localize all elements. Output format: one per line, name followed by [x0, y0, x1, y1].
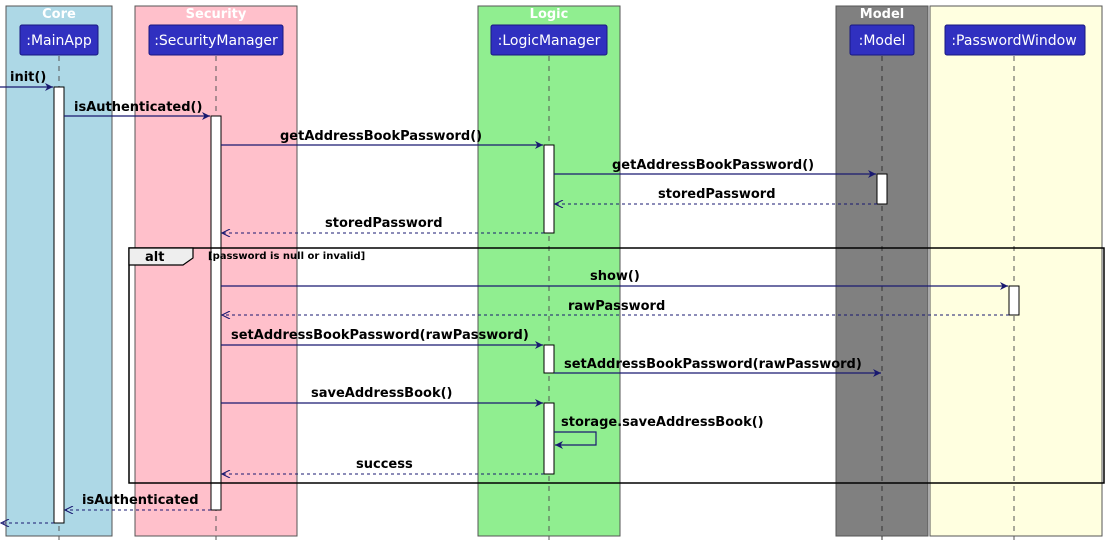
message-success: success [222, 457, 544, 474]
activation-logicmanager-3 [543, 402, 555, 475]
box-security-title: Security [186, 7, 247, 22]
activation-logicmanager-1 [543, 144, 555, 234]
message-storage-save: storage.saveAddressBook() [554, 415, 764, 449]
message-show-label: show() [590, 269, 640, 284]
message-set-password-model-label: setAddressBookPassword(rawPassword) [564, 357, 862, 372]
message-init: init() [0, 70, 53, 91]
message-show: show() [221, 269, 1008, 290]
message-get-password-logic-label: getAddressBookPassword() [280, 129, 482, 144]
participant-logicmanager-label: :LogicManager [498, 33, 601, 49]
message-set-password-logic-label: setAddressBookPassword(rawPassword) [231, 328, 529, 343]
alt-keyword: alt [145, 250, 164, 265]
message-is-authenticated-return: isAuthenticated [65, 493, 211, 510]
message-get-password-model: getAddressBookPassword() [554, 158, 876, 178]
activation-model [876, 173, 888, 205]
message-save-address-book: saveAddressBook() [221, 386, 543, 407]
participant-passwordwindow: :PasswordWindow [944, 24, 1086, 56]
activation-mainapp [53, 86, 65, 524]
message-stored-password-logic: storedPassword [222, 216, 544, 233]
message-save-address-book-label: saveAddressBook() [311, 386, 452, 401]
participant-model: :Model [849, 24, 915, 56]
participant-securitymanager: :SecurityManager [148, 24, 284, 56]
message-set-password-model: setAddressBookPassword(rawPassword) [554, 357, 881, 377]
message-init-label: init() [10, 70, 46, 85]
message-storage-save-label: storage.saveAddressBook() [561, 415, 764, 430]
participant-mainapp-label: :MainApp [26, 33, 92, 49]
box-password-window [929, 5, 1103, 537]
participant-passwordwindow-label: :PasswordWindow [951, 33, 1076, 49]
box-core-title: Core [42, 7, 76, 22]
message-is-authenticated-call: isAuthenticated() [64, 100, 210, 120]
activation-securitymanager [210, 115, 222, 511]
message-raw-password: rawPassword [222, 299, 1009, 315]
message-set-password-logic: setAddressBookPassword(rawPassword) [221, 328, 543, 349]
activation-logicmanager-2 [543, 344, 555, 374]
message-stored-password-logic-label: storedPassword [325, 216, 443, 231]
message-stored-password-model-label: storedPassword [658, 187, 776, 202]
activation-passwordwindow [1008, 285, 1020, 316]
box-logic-title: Logic [530, 7, 569, 22]
box-model-title: Model [860, 7, 904, 22]
participant-model-label: :Model [859, 33, 906, 49]
message-get-password-logic: getAddressBookPassword() [221, 129, 543, 149]
message-success-label: success [356, 457, 413, 472]
alt-guard: [password is null or invalid] [208, 251, 365, 262]
participant-logicmanager: :LogicManager [490, 24, 608, 56]
message-stored-password-model: storedPassword [555, 187, 877, 204]
participant-mainapp: :MainApp [19, 24, 99, 56]
message-get-password-model-label: getAddressBookPassword() [612, 158, 814, 173]
message-is-authenticated-return-label: isAuthenticated [82, 493, 199, 508]
message-is-authenticated-call-label: isAuthenticated() [74, 100, 202, 115]
participant-securitymanager-label: :SecurityManager [154, 33, 278, 49]
message-raw-password-label: rawPassword [568, 299, 665, 314]
alt-fragment: alt [password is null or invalid] [128, 247, 1105, 484]
